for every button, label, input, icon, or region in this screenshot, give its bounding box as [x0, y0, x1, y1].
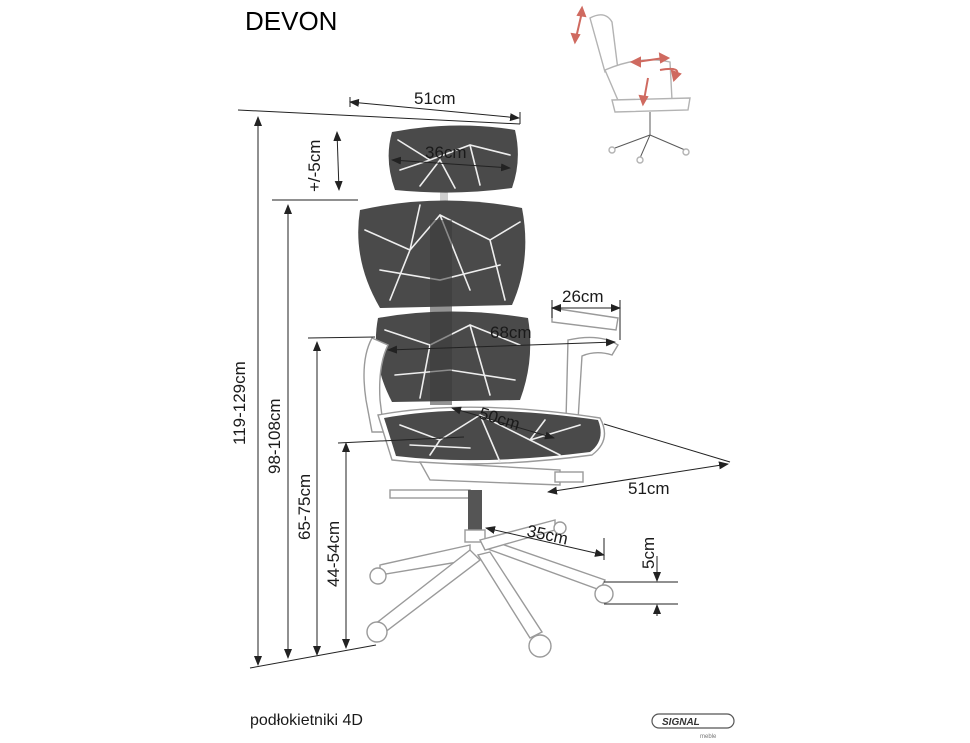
label-wheel-height: 5cm [639, 537, 658, 569]
label-seat-height: 44-54cm [324, 521, 343, 587]
brand-logo: SIGNAL meble [651, 713, 735, 740]
footer-note: podłokietniki 4D [250, 712, 363, 729]
label-armrest-depth: 26cm [562, 287, 604, 306]
dimension-lines [237, 97, 731, 669]
label-headrest-span: 51cm [414, 89, 456, 108]
chair-illustration [358, 125, 619, 658]
label-headrest-adjust: +/-5cm [305, 140, 324, 192]
label-seat-width: 51cm [628, 479, 670, 498]
label-armrest-height: 65-75cm [295, 474, 314, 540]
label-total-height: 119-129cm [230, 361, 249, 445]
product-title: DEVON [245, 6, 337, 36]
label-armrest-span: 68cm [490, 323, 532, 342]
brand-name: SIGNAL [662, 717, 700, 728]
adjustment-thumbnail [570, 5, 691, 164]
label-headrest-width: 36cm [425, 143, 467, 162]
brand-sub: meble [700, 734, 717, 740]
label-backrest-height: 98-108cm [265, 398, 284, 474]
adjust-arrows-icon [570, 5, 682, 107]
